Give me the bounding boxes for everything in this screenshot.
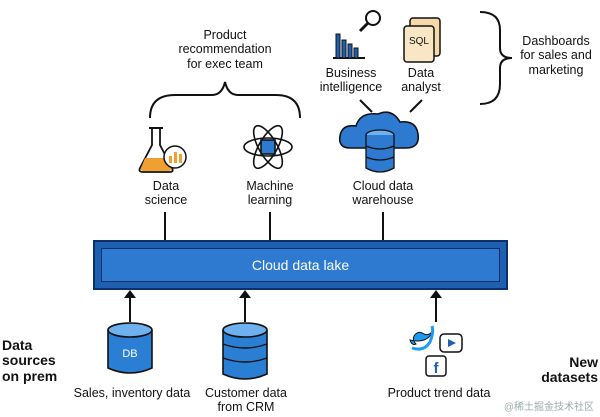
- cloud-database-icon: [338, 111, 420, 173]
- youtube-icon: [439, 333, 463, 353]
- brace-dashboards: [479, 11, 513, 105]
- facebook-icon: f: [425, 355, 447, 377]
- connector-analyst-dw: [409, 99, 423, 113]
- db-icon-label: DB: [122, 348, 138, 360]
- sql-icon-label: SQL: [408, 36, 429, 47]
- atom-chip-icon: [243, 124, 293, 170]
- customer-crm-label: Customer data from CRM: [205, 386, 287, 415]
- sql-document-icon: [403, 17, 441, 63]
- business-intelligence-label: Business intelligence: [319, 66, 383, 95]
- data-analyst-label: Data analyst: [401, 66, 441, 95]
- stacked-database-icon: [222, 322, 268, 380]
- new-datasets-caption: New datasets: [541, 354, 598, 386]
- arrow-trend: [430, 290, 442, 322]
- bar-chart-magnifier-icon: [333, 10, 381, 59]
- product-trend-label: Product trend data: [387, 386, 491, 400]
- machine-learning-label: Machine learning: [246, 179, 294, 208]
- data-sources-on-prem-caption: Data sources on prem: [2, 337, 58, 384]
- cloud-data-lake: Cloud data lake: [93, 240, 508, 290]
- arrow-sales: [124, 290, 136, 322]
- cloud-data-warehouse-label: Cloud data warehouse: [352, 179, 414, 208]
- brace-product-recommendation: [149, 81, 301, 119]
- arrow-crm: [239, 290, 251, 322]
- twitter-icon: [409, 325, 435, 351]
- cloud-data-lake-label: Cloud data lake: [101, 248, 500, 282]
- svg-text:f: f: [434, 360, 440, 377]
- dashboards-label: Dashboards for sales and marketing: [520, 34, 592, 77]
- data-science-label: Data science: [144, 179, 188, 208]
- watermark: @稀土掘金技术社区: [503, 402, 594, 413]
- product-recommendation-label: Product recommendation for exec team: [178, 28, 272, 71]
- connector-bi-dw: [359, 99, 373, 113]
- database-icon: [107, 322, 153, 374]
- flask-chart-icon: [138, 127, 187, 173]
- sales-inventory-label: Sales, inventory data: [73, 386, 191, 400]
